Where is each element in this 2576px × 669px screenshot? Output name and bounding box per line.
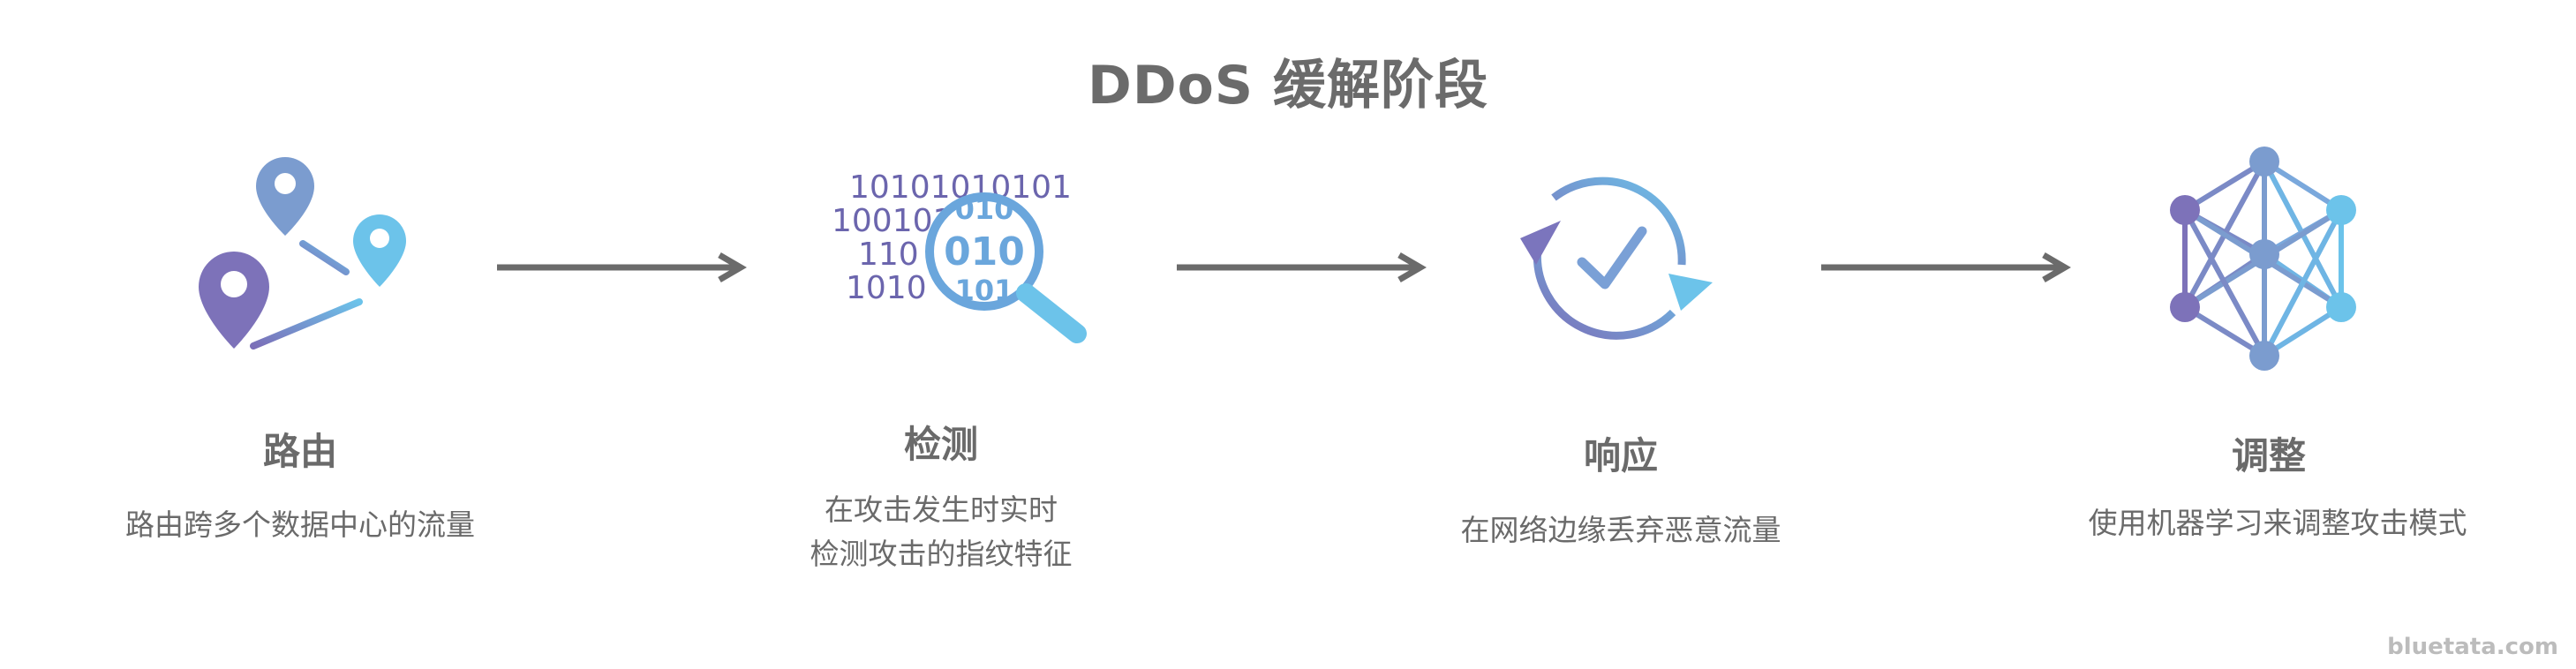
lens-line-3: 101 bbox=[955, 274, 1014, 307]
stage-desc-response: 在网络边缘丢弃恶意流量 bbox=[1347, 508, 1894, 552]
watermark: bluetata.com bbox=[2387, 634, 2558, 660]
lens-line-1: 010 bbox=[955, 192, 1014, 226]
location-pins-icon bbox=[190, 150, 419, 362]
stage-desc-detection: 在攻击发生时实时 检测攻击的指纹特征 bbox=[667, 488, 1215, 576]
stage-name-response: 响应 bbox=[1583, 434, 1658, 477]
stage-name-routing: 路由 bbox=[262, 430, 337, 473]
stage-desc-line: 在攻击发生时实时 bbox=[825, 492, 1058, 527]
stage-desc-adjust: 使用机器学习来调整攻击模式 bbox=[2004, 501, 2551, 545]
stage-desc-line: 在网络边缘丢弃恶意流量 bbox=[1460, 513, 1781, 547]
stage-name-detection: 检测 bbox=[903, 423, 978, 466]
flow-arrow-1 bbox=[497, 250, 749, 285]
stage-desc-line: 路由跨多个数据中心的流量 bbox=[125, 507, 475, 542]
binary-line-3: 110 bbox=[858, 237, 919, 273]
flow-arrow-3 bbox=[1821, 250, 2073, 285]
neural-network-icon bbox=[2154, 139, 2384, 378]
stage-desc-line: 检测攻击的指纹特征 bbox=[810, 537, 1073, 571]
stage-desc-line: 使用机器学习来调整攻击模式 bbox=[2088, 506, 2467, 540]
binary-magnifier-icon: 10101010101 1001010 110 1010 010 010 101 bbox=[821, 168, 1095, 344]
refresh-check-icon bbox=[1501, 161, 1721, 355]
stage-desc-routing: 路由跨多个数据中心的流量 bbox=[26, 503, 574, 547]
lens-line-2: 010 bbox=[944, 229, 1025, 274]
diagram-title: DDoS 缓解阶段 bbox=[1088, 55, 1488, 117]
stage-name-adjust: 调整 bbox=[2231, 434, 2306, 477]
binary-line-4: 1010 bbox=[846, 270, 927, 306]
flow-arrow-2 bbox=[1177, 250, 1428, 285]
